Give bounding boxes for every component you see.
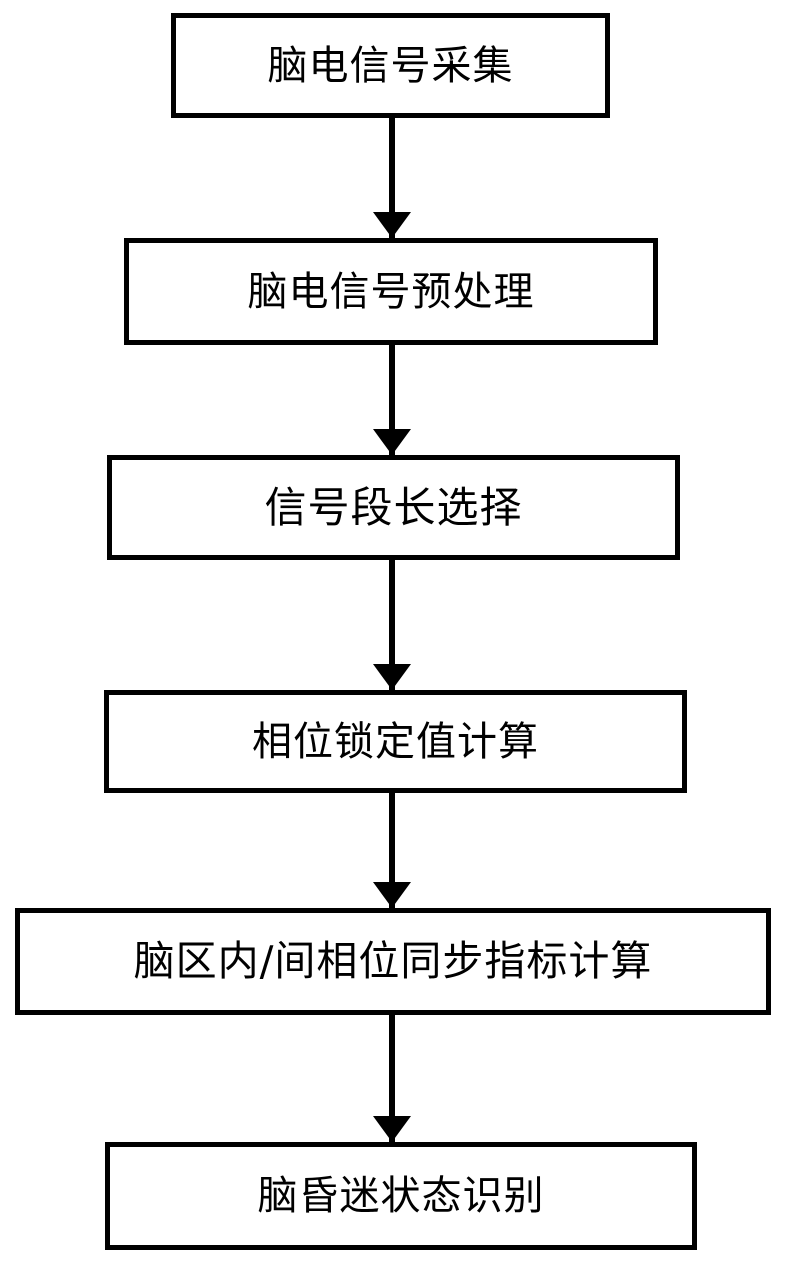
process-box-label: 信号段长选择: [264, 482, 523, 532]
arrow-shaft: [389, 793, 395, 908]
arrow-shaft: [389, 560, 395, 690]
process-box-coma-state-recognition[interactable]: 脑昏迷状态识别: [105, 1142, 697, 1250]
arrow-head-down-icon: [373, 882, 411, 908]
arrow-head-down-icon: [373, 1116, 411, 1142]
process-box-label: 脑昏迷状态识别: [257, 1173, 545, 1219]
process-box-segment-length-selection[interactable]: 信号段长选择: [107, 455, 680, 560]
arrow-head-down-icon: [373, 664, 411, 690]
process-box-phase-sync-index[interactable]: 脑区内/间相位同步指标计算: [15, 908, 771, 1015]
arrow-shaft: [389, 345, 395, 455]
process-box-eeg-preprocessing[interactable]: 脑电信号预处理: [124, 238, 658, 345]
arrow-shaft: [389, 1015, 395, 1142]
process-box-label: 脑电信号预处理: [247, 268, 535, 315]
arrow-head-down-icon: [373, 429, 411, 455]
arrow-shaft: [389, 118, 395, 238]
process-box-label: 相位锁定值计算: [252, 718, 539, 765]
process-box-label: 脑电信号采集: [267, 42, 514, 89]
process-box-eeg-acquisition[interactable]: 脑电信号采集: [171, 13, 610, 118]
process-box-phase-locking-value[interactable]: 相位锁定值计算: [104, 690, 687, 793]
arrow-head-down-icon: [373, 212, 411, 238]
process-box-label: 脑区内/间相位同步指标计算: [133, 937, 653, 985]
